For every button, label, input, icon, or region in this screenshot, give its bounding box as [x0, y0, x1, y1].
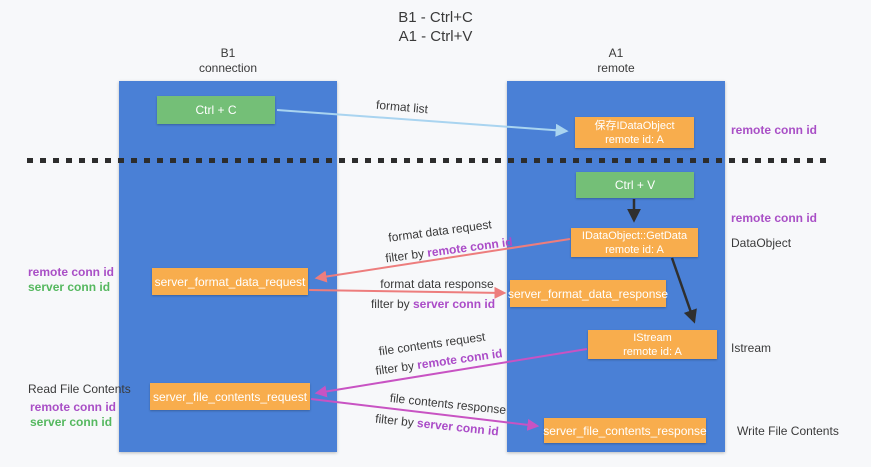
- remote-conn-id-text-1: remote conn id: [426, 234, 514, 260]
- node-save-idataobject-line1: 保存IDataObject: [594, 119, 675, 132]
- filter-by-text-1: filter by: [384, 245, 429, 266]
- diagram-title: B1 - Ctrl+C A1 - Ctrl+V: [0, 8, 871, 46]
- edge-label-file-contents-response: file contents response: [389, 390, 507, 418]
- side-label-remote-conn-id-left-1: remote conn id: [28, 265, 115, 279]
- node-server-file-contents-request: server_file_contents_request: [150, 383, 310, 410]
- edge-label-filter-by-server-conn-id-1: filter by server conn id: [371, 297, 495, 311]
- node-server-format-data-response-label: server_format_data_response: [507, 286, 669, 301]
- node-server-file-contents-response-label: server_file_contents_response: [543, 423, 707, 438]
- server-conn-id-text-1: server conn id: [412, 297, 496, 311]
- node-ctrl-c: Ctrl + C: [157, 96, 275, 124]
- lane-b1-role: connection: [198, 61, 258, 75]
- node-save-idataobject-line2: remote id: A: [605, 133, 664, 146]
- node-idataobject-getdata: IDataObject::GetData remote id: A: [571, 228, 698, 257]
- node-istream-line1: IStream: [633, 331, 672, 344]
- phase-separator-dashed-line: [27, 158, 833, 163]
- side-label-remote-conn-id-top: remote conn id: [731, 123, 818, 137]
- side-label-istream: Istream: [731, 341, 772, 355]
- side-label-dataobject: DataObject: [731, 236, 792, 250]
- node-server-format-data-request: server_format_data_request: [152, 268, 308, 295]
- node-ctrl-c-label: Ctrl + C: [195, 103, 237, 117]
- side-label-remote-conn-id-mid: remote conn id: [731, 211, 818, 225]
- edge-label-format-list: format list: [375, 97, 429, 117]
- lane-a1-name: A1: [608, 46, 624, 60]
- node-getdata-line2: remote id: A: [605, 243, 664, 256]
- node-ctrl-v-label: Ctrl + V: [614, 178, 656, 192]
- lane-header-b1: B1 connection: [119, 46, 337, 76]
- lane-b1-name: B1: [220, 46, 236, 60]
- node-server-format-data-request-label: server_format_data_request: [154, 274, 306, 289]
- lane-header-a1: A1 remote: [507, 46, 725, 76]
- node-istream: IStream remote id: A: [588, 330, 717, 359]
- node-istream-line2: remote id: A: [623, 345, 682, 358]
- node-server-file-contents-response: server_file_contents_response: [543, 418, 707, 443]
- lane-a1-role: remote: [597, 61, 635, 75]
- side-label-server-conn-id-left-1: server conn id: [28, 280, 111, 294]
- filter-by-text-3: filter by: [374, 358, 419, 378]
- title-line-2: A1 - Ctrl+V: [398, 28, 473, 45]
- node-getdata-line1: IDataObject::GetData: [581, 229, 688, 242]
- filter-by-text-4: filter by: [374, 411, 418, 430]
- title-line-1: B1 - Ctrl+C: [398, 9, 473, 26]
- node-server-format-data-response: server_format_data_response: [507, 280, 669, 307]
- edge-label-format-data-response: format data response: [380, 277, 494, 291]
- side-label-remote-conn-id-left-2: remote conn id: [30, 400, 117, 414]
- edge-label-filter-by-server-conn-id-2: filter by server conn id: [375, 412, 500, 439]
- server-conn-id-text-2: server conn id: [416, 415, 500, 439]
- side-label-write-file-contents: Write File Contents: [737, 424, 839, 438]
- node-ctrl-v: Ctrl + V: [576, 172, 694, 198]
- side-label-read-file-contents: Read File Contents: [28, 382, 131, 396]
- node-save-idataobject: 保存IDataObject remote id: A: [575, 117, 694, 148]
- filter-by-text-2: filter by: [370, 297, 413, 311]
- node-server-file-contents-request-label: server_file_contents_request: [152, 389, 308, 404]
- side-label-server-conn-id-left-2: server conn id: [30, 415, 113, 429]
